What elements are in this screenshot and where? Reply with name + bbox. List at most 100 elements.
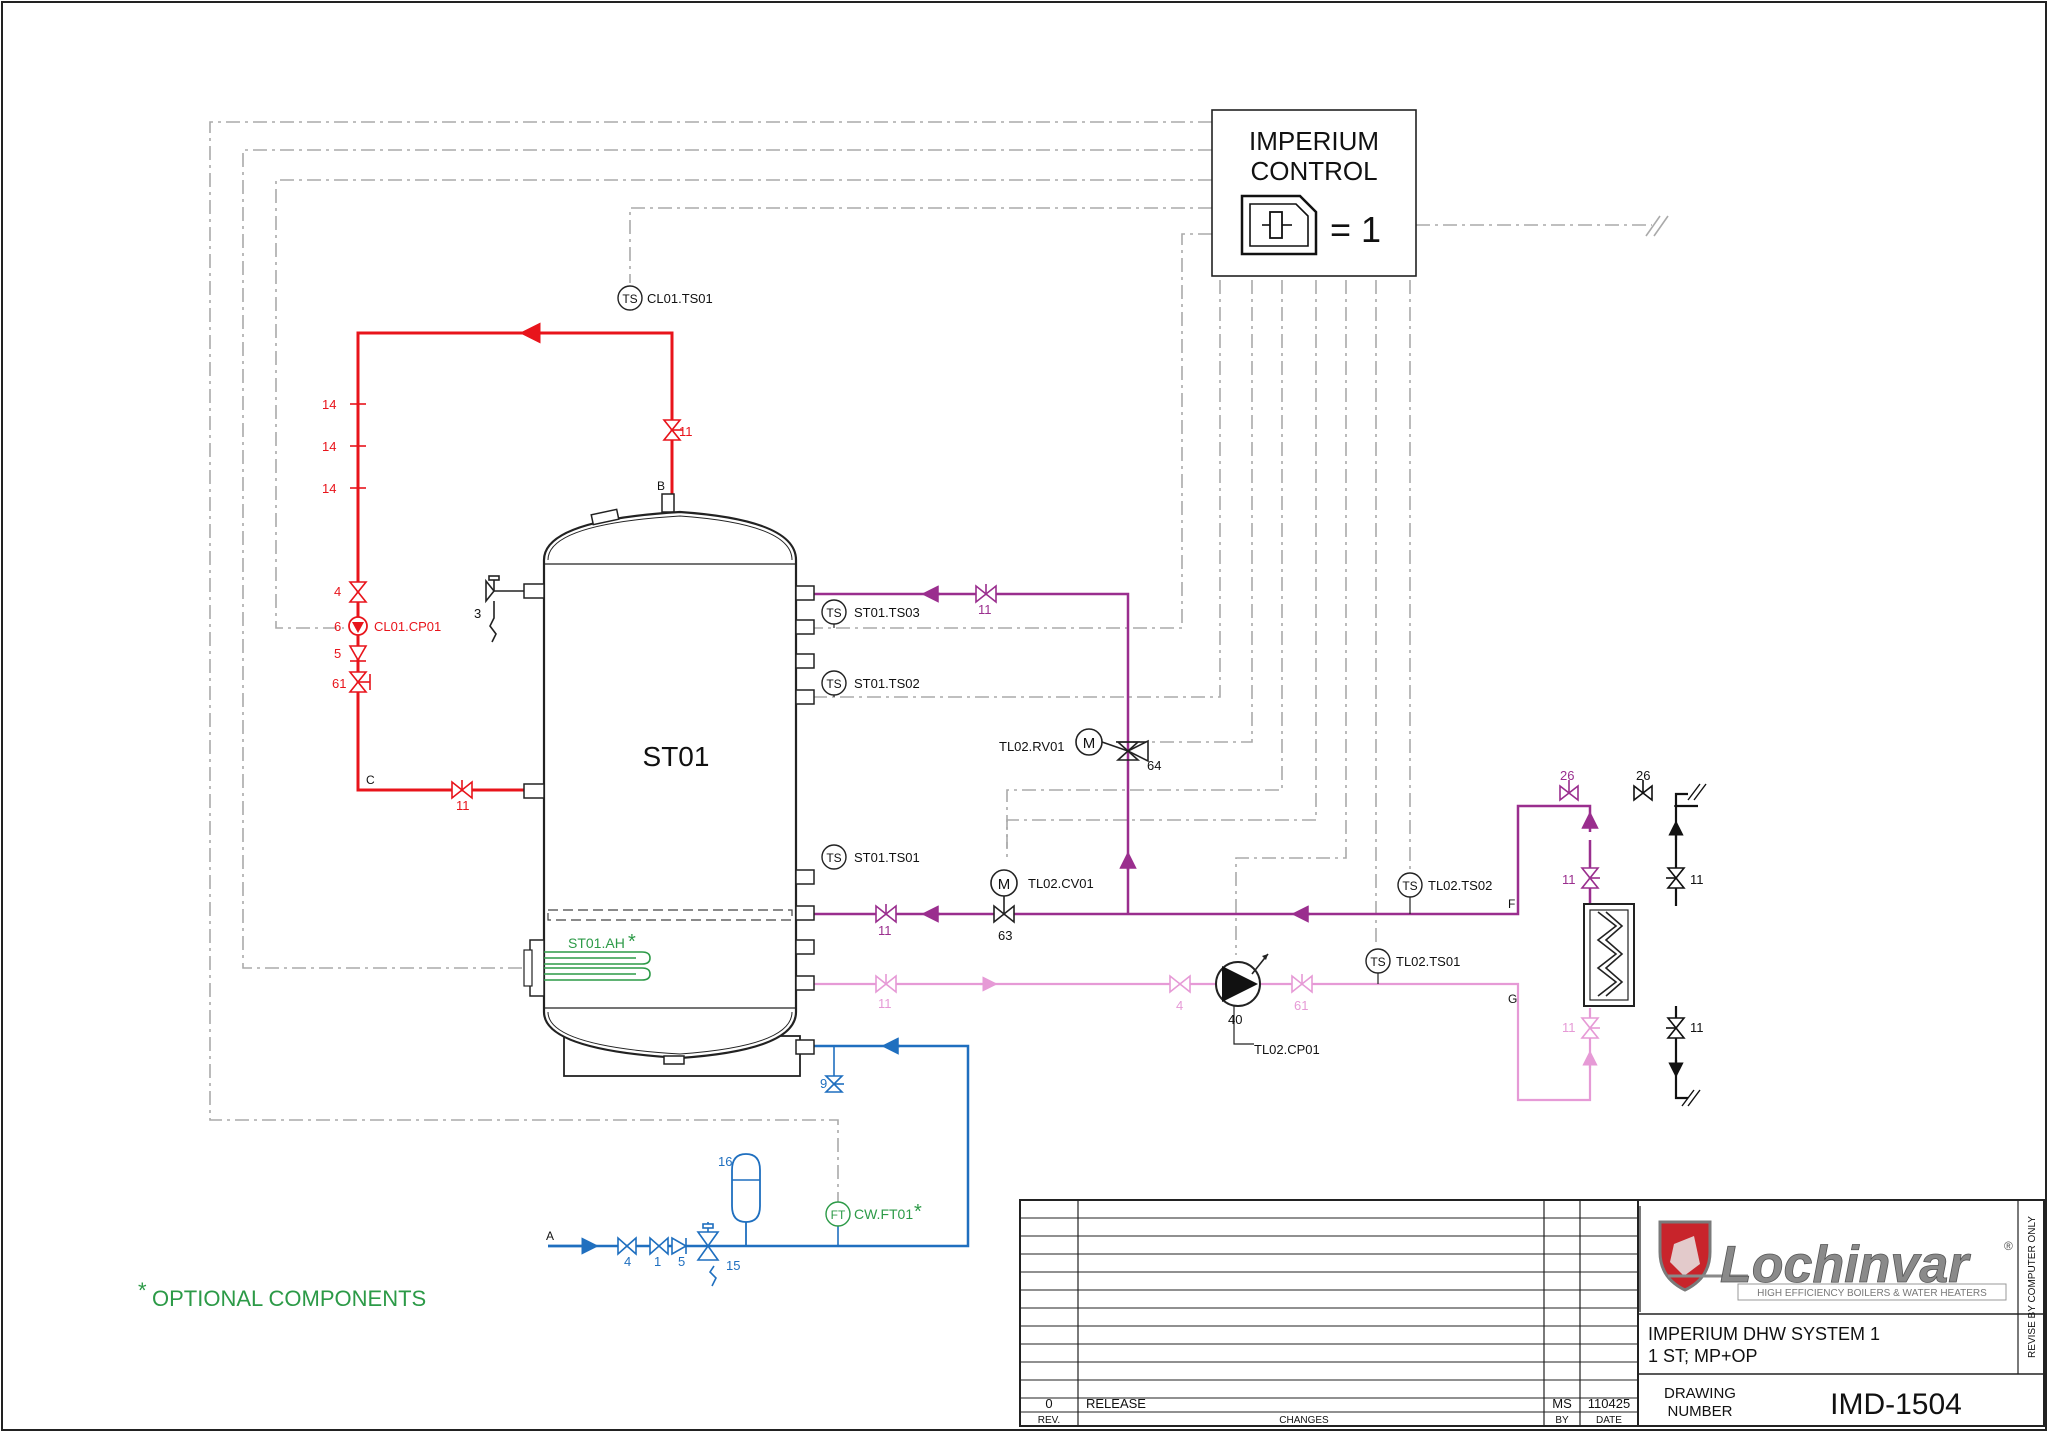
svg-text:40: 40 — [1228, 1012, 1242, 1027]
heating-loop — [356, 322, 675, 792]
svg-text:TS: TS — [826, 851, 841, 865]
st01-ts03-sensor: TS — [821, 599, 847, 625]
svg-text:6: 6 — [334, 619, 341, 634]
svg-text:TS: TS — [1402, 879, 1417, 893]
station-secondary — [1668, 792, 1698, 1100]
svg-text:9: 9 — [820, 1076, 827, 1091]
svg-text:11: 11 — [1690, 872, 1704, 887]
secondary-valves — [1633, 780, 1686, 1039]
connection-c: C — [366, 773, 375, 787]
rev-number: 0 — [1045, 1396, 1052, 1411]
cl01-cp01-pump — [348, 616, 368, 636]
drawing-number-label-1: DRAWING — [1664, 1385, 1736, 1402]
valve-11-recirc-bottom — [875, 904, 897, 924]
connection-f: F — [1508, 897, 1515, 911]
svg-text:M: M — [998, 876, 1011, 893]
st01-ts02-sensor: TS — [821, 670, 847, 696]
svg-text:*: * — [628, 931, 636, 953]
drawing-title-line1: IMPERIUM DHW SYSTEM 1 — [1648, 1324, 1880, 1344]
svg-text:61: 61 — [332, 676, 346, 691]
st01-ah-label: ST01.AH — [568, 935, 625, 951]
optional-asterisk: * — [138, 1278, 147, 1303]
valve-11-return — [875, 974, 897, 994]
svg-text:14: 14 — [322, 397, 336, 412]
revise-note: REVISE BY COMPUTER ONLY — [2027, 1216, 2038, 1358]
tl02-cp01-label: TL02.CP01 — [1254, 1042, 1320, 1057]
drawing-number: IMD-1504 — [1830, 1388, 1962, 1421]
valve-11-riser — [662, 419, 683, 441]
svg-text:3: 3 — [474, 606, 481, 621]
tank-label: ST01 — [643, 741, 710, 772]
control-wiring — [209, 121, 1669, 1218]
header-changes: CHANGES — [1279, 1415, 1329, 1426]
relief-valve-3 — [485, 575, 524, 643]
svg-text:5: 5 — [334, 646, 341, 661]
drawing-title-line2: 1 ST; MP+OP — [1648, 1346, 1758, 1366]
imperium-control-box: IMPERIUM CONTROL = 1 — [1211, 109, 1417, 277]
tl02-cp01-pump — [1215, 953, 1269, 1045]
svg-text:14: 14 — [322, 481, 336, 496]
st01-ts01-label: ST01.TS01 — [854, 850, 920, 865]
drawing-number-label-2: NUMBER — [1667, 1403, 1732, 1420]
cl01-ts01-label: CL01.TS01 — [647, 291, 713, 306]
connection-g: G — [1508, 992, 1517, 1006]
optional-components-note: OPTIONAL COMPONENTS — [152, 1286, 426, 1311]
svg-text:11: 11 — [456, 798, 470, 813]
st01-ts03-label: ST01.TS03 — [854, 605, 920, 620]
svg-text:16: 16 — [718, 1154, 732, 1169]
valve-11-recirc-top — [975, 584, 997, 604]
tl02-ts01-label: TL02.TS01 — [1396, 954, 1460, 969]
connection-b: B — [657, 479, 665, 493]
tl02-rv01-mixing-valve — [1075, 728, 1149, 763]
cl01-cp01-label: CL01.CP01 — [374, 619, 441, 634]
svg-text:11: 11 — [878, 996, 892, 1011]
svg-text:15: 15 — [726, 1258, 740, 1273]
svg-text:TS: TS — [826, 606, 841, 620]
header-date: DATE — [1596, 1415, 1622, 1426]
fittings-14 — [350, 403, 366, 489]
balancing-valve-61 — [348, 671, 371, 693]
svg-text:*: * — [914, 1201, 922, 1223]
valve-4-loop — [348, 581, 368, 603]
expansion-tank-16 — [731, 1153, 761, 1223]
connection-a: A — [546, 1229, 554, 1243]
storage-tank-st01 — [542, 508, 801, 1077]
rev-by: MS — [1552, 1396, 1572, 1411]
cw-ft01-label: CW.FT01 — [854, 1206, 913, 1222]
svg-text:64: 64 — [1147, 758, 1161, 773]
svg-text:4: 4 — [624, 1254, 631, 1269]
tl02-ts02-label: TL02.TS02 — [1428, 878, 1492, 893]
svg-text:11: 11 — [1562, 1020, 1576, 1035]
svg-text:TS: TS — [1370, 955, 1385, 969]
cl01-ts01-sensor: TS CL01.TS01 — [617, 285, 713, 311]
svg-text:11: 11 — [1690, 1020, 1704, 1035]
svg-text:26: 26 — [1636, 768, 1650, 783]
svg-text:26: 26 — [1560, 768, 1574, 783]
svg-text:4: 4 — [1176, 998, 1183, 1013]
balancing-valve-61-return — [1291, 974, 1313, 994]
svg-text:11: 11 — [978, 602, 992, 617]
secondary-break-marks — [1674, 783, 1707, 1107]
svg-text:FT: FT — [831, 1208, 846, 1222]
tl02-cv01-label: TL02.CV01 — [1028, 876, 1094, 891]
st01-ah-heater — [523, 939, 651, 997]
svg-text:11: 11 — [1562, 872, 1576, 887]
tank-nozzles — [523, 583, 815, 1055]
tl02-ts01-sensor: TS — [1365, 948, 1391, 984]
tl02-cv01-control-valve — [990, 869, 1018, 924]
svg-text:63: 63 — [998, 928, 1012, 943]
return-lines — [814, 976, 1598, 1102]
st01-ts01-sensor: TS — [821, 844, 847, 870]
cw-ft01-flow-meter: FT — [825, 1201, 851, 1227]
svg-text:M: M — [1083, 735, 1096, 752]
rev-change: RELEASE — [1086, 1396, 1146, 1411]
svg-text:5: 5 — [678, 1254, 685, 1269]
header-rev: REV. — [1038, 1415, 1060, 1426]
brand-registered: ® — [2004, 1239, 2013, 1253]
controller-count: = 1 — [1330, 209, 1381, 250]
svg-text:11: 11 — [679, 424, 693, 439]
control-title-line2: CONTROL — [1250, 156, 1377, 186]
brand-tagline: HIGH EFFICIENCY BOILERS & WATER HEATERS — [1757, 1288, 1987, 1299]
